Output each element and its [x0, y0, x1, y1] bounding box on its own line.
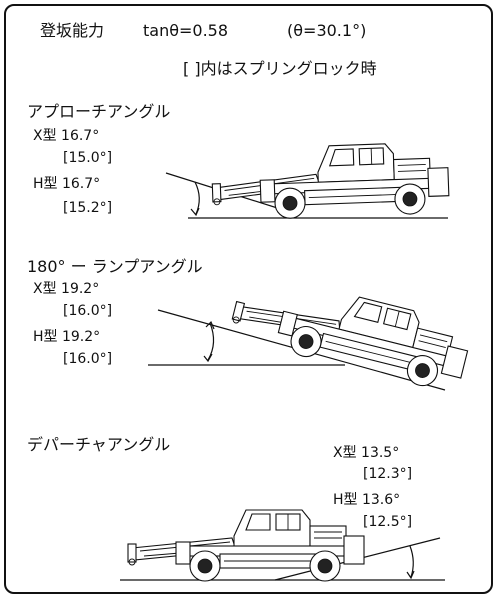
ramp-title: 180° ー ランプアングル [27, 257, 203, 276]
approach-h-lock: [15.2°] [63, 200, 113, 216]
ramp-x-lock: [16.0°] [63, 303, 113, 319]
header-formula: tanθ=0.58 [143, 21, 229, 40]
approach-crane [210, 141, 450, 222]
diagram-frame [4, 4, 493, 594]
approach-diagram [165, 141, 450, 222]
ramp-arrow-icon [203, 353, 213, 363]
approach-h-value: H型 16.7° [33, 176, 101, 192]
departure-angle-arc [409, 545, 414, 578]
ramp-arrow-top-icon [205, 320, 215, 330]
approach-title: アプローチアングル [27, 102, 171, 121]
ramp-h-value: H型 19.2° [33, 329, 101, 345]
approach-arrow-icon [190, 207, 200, 217]
departure-x-value: X型 13.5° [333, 445, 400, 461]
departure-h-lock: [12.5°] [363, 514, 413, 530]
departure-diagram [120, 509, 445, 582]
ramp-angle-arc [207, 322, 215, 361]
header-note: [ ]内はスプリングロック時 [183, 59, 377, 78]
ramp-h-lock: [16.0°] [63, 351, 113, 367]
header-title: 登坂能力 [40, 21, 105, 40]
departure-x-lock: [12.3°] [363, 466, 413, 482]
ramp-diagram [148, 268, 475, 396]
ramp-crane [227, 268, 475, 396]
departure-crane [127, 509, 365, 582]
departure-arrow-icon [406, 570, 415, 580]
departure-h-value: H型 13.6° [333, 492, 401, 508]
departure-title: デパーチャアングル [27, 435, 171, 454]
ramp-x-value: X型 19.2° [33, 281, 100, 297]
header-angle: (θ=30.1°) [287, 21, 367, 40]
approach-x-value: X型 16.7° [33, 128, 100, 144]
approach-x-lock: [15.0°] [63, 150, 113, 166]
